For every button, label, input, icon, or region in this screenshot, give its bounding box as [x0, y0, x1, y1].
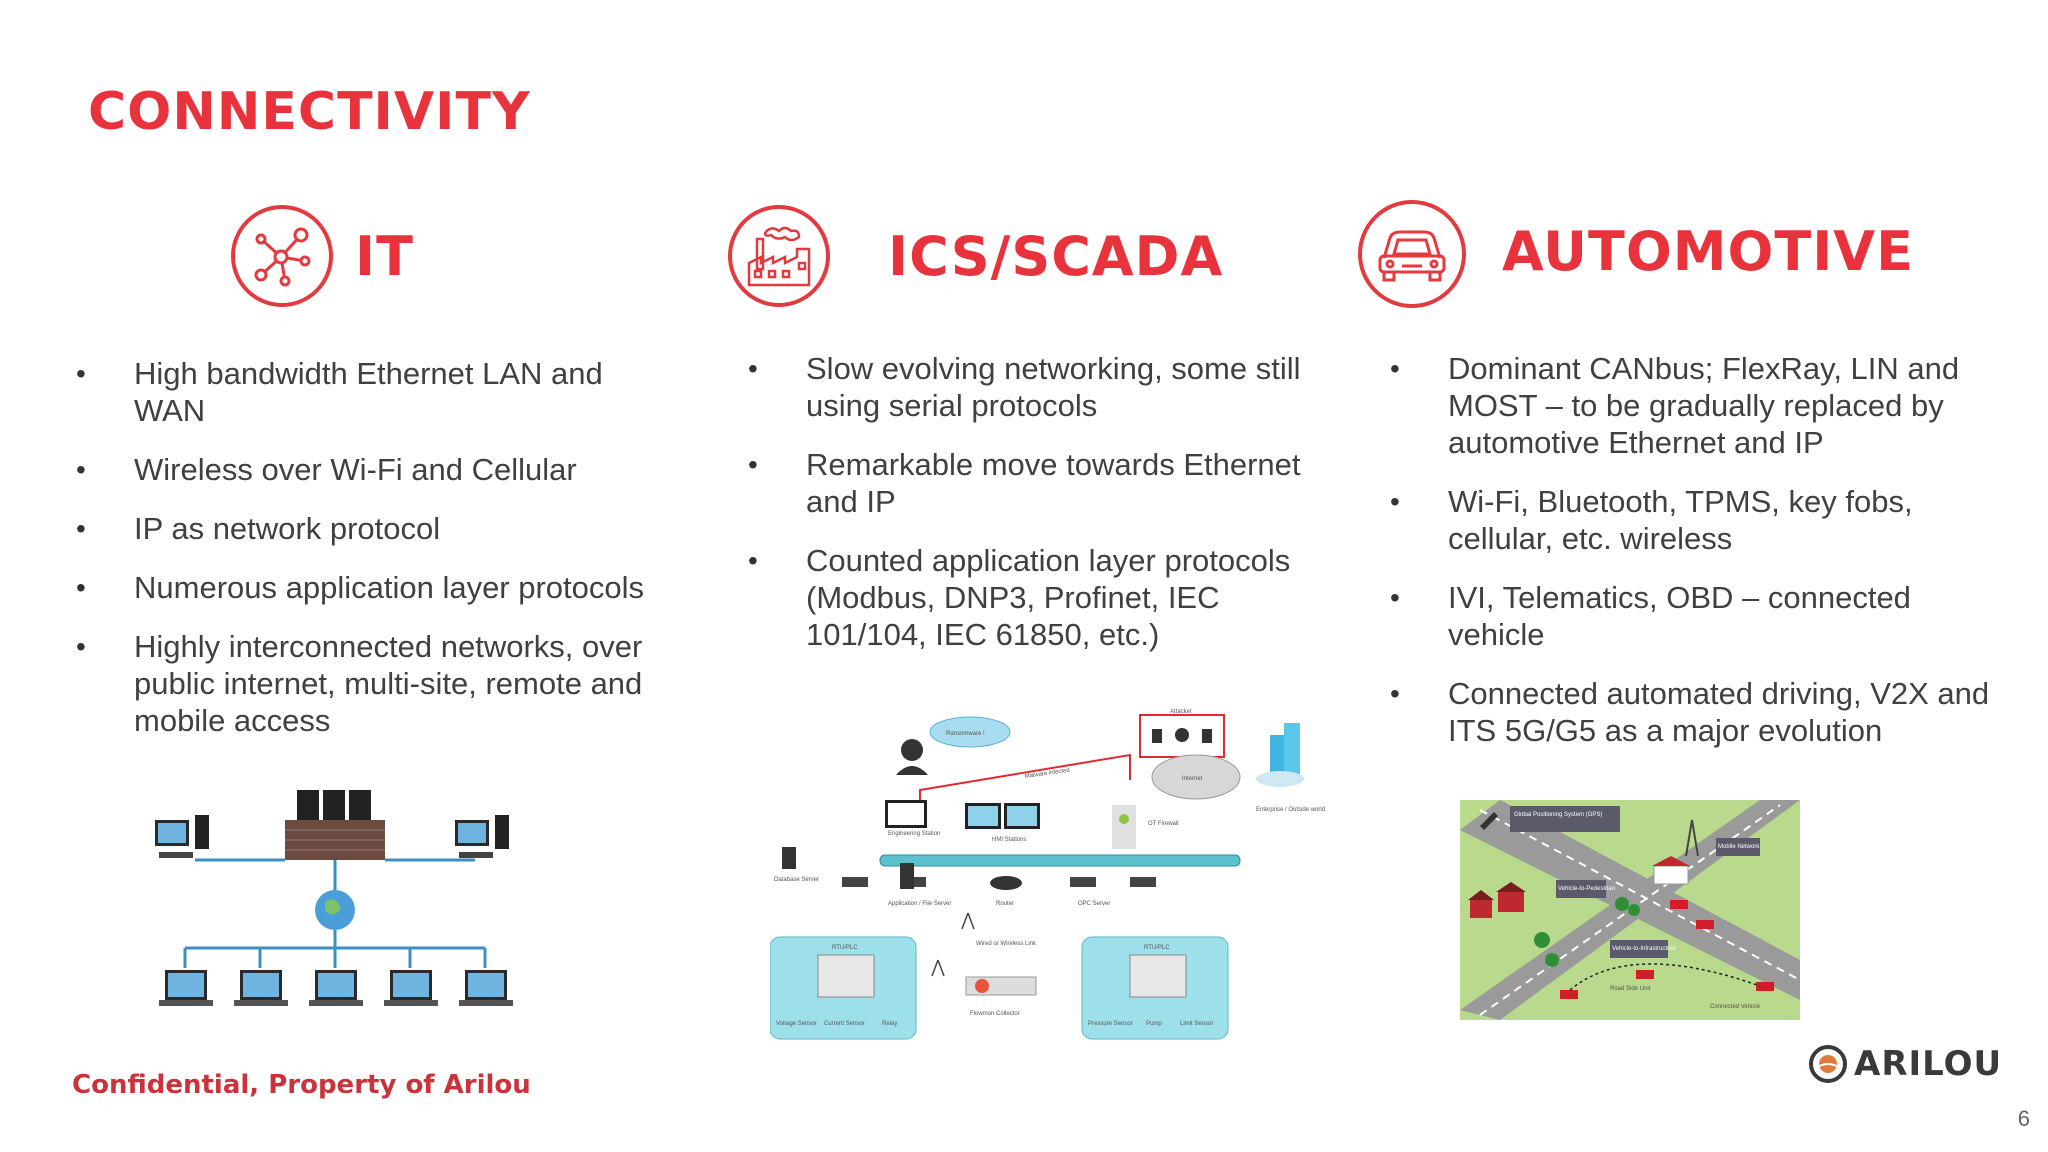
app-server-label: Application / File Server: [888, 901, 951, 907]
wired-link-label: Wired or Wireless Link: [976, 941, 1037, 947]
list-item: Dominant CANbus; FlexRay, LIN and MOST –…: [1390, 350, 1990, 461]
flowmon-label: Flowmon Collector: [970, 1011, 1020, 1017]
relay-label: Relay: [882, 1021, 897, 1027]
limit-label: Limit Sensor: [1180, 1021, 1213, 1027]
attacker-label: Attacker: [1170, 709, 1192, 715]
network-nodes-icon: [231, 205, 333, 307]
confidential-note: Confidential, Property of Arilou: [72, 1070, 531, 1100]
col-head-ics-scada: ICS/SCADA: [728, 205, 1223, 307]
pressure-label: Pressure Sensor: [1088, 1021, 1133, 1027]
engineering-label: Engineering Station: [888, 831, 940, 837]
rtu-left-label: RTU/PLC: [832, 945, 858, 951]
list-item: Wireless over Wi-Fi and Cellular: [76, 451, 676, 488]
slide-title: CONNECTIVITY: [88, 82, 531, 142]
rtu-right-label: RTU/PLC: [1144, 945, 1170, 951]
voltage-label: Voltage Sensor: [776, 1021, 817, 1027]
v2x-illustration: Global Positioning System (GPS) Mobile N…: [1460, 800, 1800, 1020]
list-item: IP as network protocol: [76, 510, 676, 547]
router-label: Router: [996, 901, 1014, 907]
col-head-it: IT: [231, 205, 414, 307]
scada-network-illustration: Ransomware ! Malware infected Attacker I…: [770, 709, 1325, 1040]
rsu-label: Road Side Unit: [1610, 986, 1651, 992]
hmi-label: HMI Stations: [992, 837, 1026, 843]
opc-label: OPC Server: [1078, 901, 1110, 907]
pump-label: Pump: [1146, 1021, 1162, 1027]
list-item: Counted application layer protocols (Mod…: [748, 542, 1328, 653]
col-title-automotive: AUTOMOTIVE: [1502, 219, 1914, 283]
ransomware-label: Ransomware !: [946, 731, 985, 737]
mobile-label: Mobile Network: [1718, 844, 1760, 850]
connected-vehicle-label: Connected Vehicle: [1710, 1004, 1761, 1010]
enterprise-label: Enterprise / Outside world: [1256, 807, 1325, 813]
factory-icon: [728, 205, 830, 307]
list-item: Remarkable move towards Ethernet and IP: [748, 446, 1328, 520]
list-item: Connected automated driving, V2X and ITS…: [1390, 675, 1990, 749]
database-label: Database Server: [774, 877, 819, 883]
bullet-list-automotive: Dominant CANbus; FlexRay, LIN and MOST –…: [1390, 350, 1990, 771]
v2p-label: Vehicle-to-Pedestrian: [1558, 886, 1615, 892]
list-item: Slow evolving networking, some still usi…: [748, 350, 1328, 424]
list-item: High bandwidth Ethernet LAN and WAN: [76, 355, 676, 429]
list-item: IVI, Telematics, OBD – connected vehicle: [1390, 579, 1990, 653]
v2i-label: Vehicle-to-Infrastructure: [1612, 946, 1676, 952]
car-icon: [1358, 200, 1466, 308]
list-item: Numerous application layer protocols: [76, 569, 676, 606]
page-number: 6: [2017, 1106, 2030, 1131]
gps-label: Global Positioning System (GPS): [1514, 812, 1602, 818]
internet-label: Internet: [1182, 776, 1203, 782]
ot-firewall-label: OT Firewall: [1148, 821, 1179, 827]
bullet-list-ics-scada: Slow evolving networking, some still usi…: [748, 350, 1328, 675]
col-title-ics-scada: ICS/SCADA: [888, 224, 1224, 288]
it-network-illustration: [155, 790, 513, 1006]
arilou-logo-icon: [1809, 1045, 1847, 1083]
arilou-logo: ARILOU: [1808, 1044, 2002, 1084]
current-label: Current Sensor: [824, 1021, 865, 1027]
logo-text: ARILOU: [1854, 1044, 2003, 1084]
bullet-list-it: High bandwidth Ethernet LAN and WAN Wire…: [76, 355, 676, 761]
list-item: Highly interconnected networks, over pub…: [76, 628, 676, 739]
list-item: Wi-Fi, Bluetooth, TPMS, key fobs, cellul…: [1390, 483, 1990, 557]
col-title-it: IT: [355, 224, 414, 288]
col-head-automotive: AUTOMOTIVE: [1358, 200, 1914, 308]
